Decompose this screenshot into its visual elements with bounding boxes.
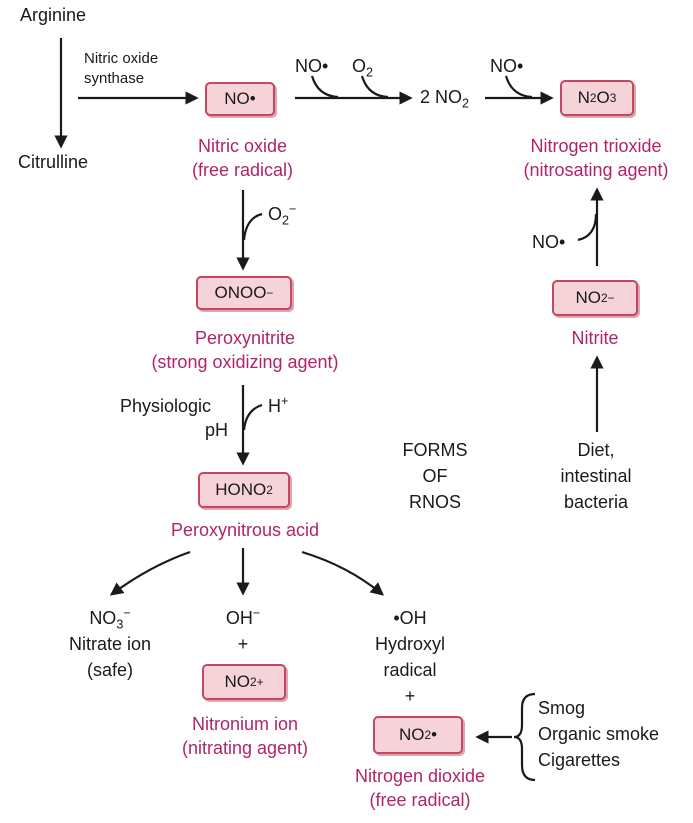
source-organic-smoke: Organic smoke xyxy=(538,724,660,744)
forms-label-1: FORMS xyxy=(402,440,468,460)
forms-label-3: RNOS xyxy=(408,492,461,512)
nitronium-label-1: Nitronium ion xyxy=(191,714,299,734)
enzyme-label-line2: synthase xyxy=(84,70,145,87)
diet-label-3: bacteria xyxy=(563,492,629,512)
diet-label-2: intestinal xyxy=(560,466,632,486)
hydroxyl-plus: + xyxy=(404,686,416,706)
top-no-reactant-2: NO• xyxy=(490,56,524,76)
branch-hydroxyl-arrow xyxy=(301,550,385,596)
no-box: NO• xyxy=(205,82,275,116)
enzyme-label-line1: Nitric oxide xyxy=(84,50,159,67)
nitronium-label-2: (nitrating agent) xyxy=(181,738,309,758)
peroxynitrite-label-2: (strong oxidizing agent) xyxy=(151,352,339,372)
physiologic-label-2: pH xyxy=(205,420,229,440)
peroxynitrous-label: Peroxynitrous acid xyxy=(170,520,320,540)
superoxide-curve xyxy=(242,212,263,241)
forms-label-2: OF xyxy=(422,466,448,486)
branch-nitrate-arrow xyxy=(109,550,191,596)
two-no2-product: 2 NO2 xyxy=(420,87,470,111)
no-nitrite-curve xyxy=(577,213,598,242)
citrulline-label: Citrulline xyxy=(18,152,89,172)
no2-radical-label-2: (free radical) xyxy=(369,790,471,810)
hydroxyl-label-1: Hydroxyl xyxy=(374,634,445,654)
nitric-oxide-label-2: (free radical) xyxy=(191,160,294,180)
peroxynitrite-label-1: Peroxynitrite xyxy=(194,328,296,348)
hydroxide-formula: OH− xyxy=(225,606,261,628)
no-input-curve xyxy=(310,75,339,99)
no-nitrite-reactant: NO• xyxy=(532,232,566,252)
arginine-label: Arginine xyxy=(20,5,87,25)
hydroxyl-formula: •OH xyxy=(393,608,427,628)
nitrogen-trioxide-label-2: (nitrosating agent) xyxy=(523,160,669,180)
o2-input-curve xyxy=(360,75,389,99)
hydroxyl-label-2: radical xyxy=(383,660,437,680)
top-no-reactant: NO• xyxy=(295,56,329,76)
source-cigarettes: Cigarettes xyxy=(538,750,621,770)
nitric-oxide-label-1: Nitric oxide xyxy=(197,136,288,156)
nitrate-label: Nitrate ion xyxy=(68,634,152,654)
sources-brace xyxy=(513,692,536,782)
no2-radical-label-1: Nitrogen dioxide xyxy=(354,766,486,786)
nitrite-label: Nitrite xyxy=(571,328,619,348)
hydroxide-plus: + xyxy=(237,634,249,654)
nitrate-safe: (safe) xyxy=(86,660,133,680)
proton-reactant: H+ xyxy=(268,394,289,416)
source-smog: Smog xyxy=(538,698,586,718)
top-o2-reactant: O2 xyxy=(352,56,374,80)
superoxide-reactant: O2− xyxy=(268,202,297,228)
onoo-box: ONOO− xyxy=(196,276,292,310)
nitrate-formula: NO3− xyxy=(89,606,131,632)
nitrogen-trioxide-label-1: Nitrogen trioxide xyxy=(530,136,662,156)
diet-label-1: Diet, xyxy=(577,440,615,460)
proton-curve xyxy=(242,403,263,431)
physiologic-label-1: Physiologic xyxy=(120,396,212,416)
no-input-curve-2 xyxy=(504,75,533,99)
